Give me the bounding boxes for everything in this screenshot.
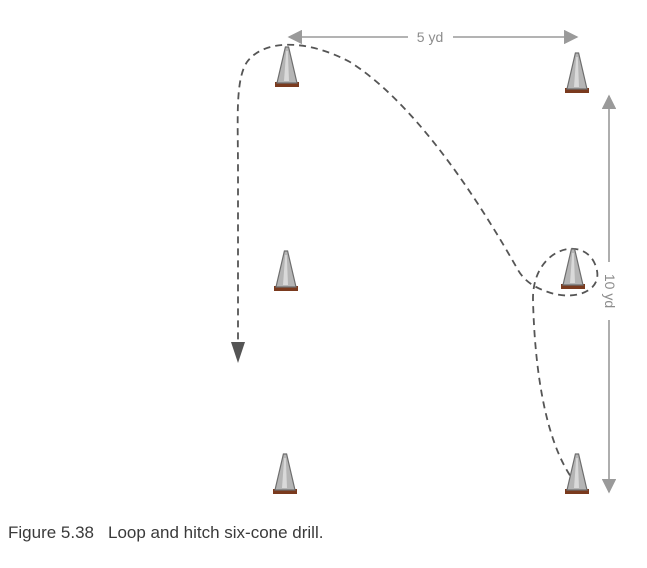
cone-top-right: [564, 52, 590, 94]
height-dimension-label: 10 yd: [602, 274, 618, 308]
cone-top-left: [274, 46, 300, 88]
width-dimension: 5 yd: [287, 29, 579, 45]
width-dimension-label: 5 yd: [417, 29, 443, 45]
height-dimension: 10 yd: [601, 94, 618, 494]
figure-caption-text: Loop and hitch six-cone drill.: [108, 523, 324, 542]
cone-bottom-left: [272, 453, 298, 495]
cone-middle-right: [560, 248, 586, 290]
figure-number: Figure 5.38: [8, 523, 94, 542]
run-path: [236, 43, 599, 486]
cone-middle-left: [273, 250, 299, 292]
figure-caption: Figure 5.38 Loop and hitch six-cone drill…: [8, 523, 323, 543]
arrow-head-icon: [231, 342, 245, 363]
